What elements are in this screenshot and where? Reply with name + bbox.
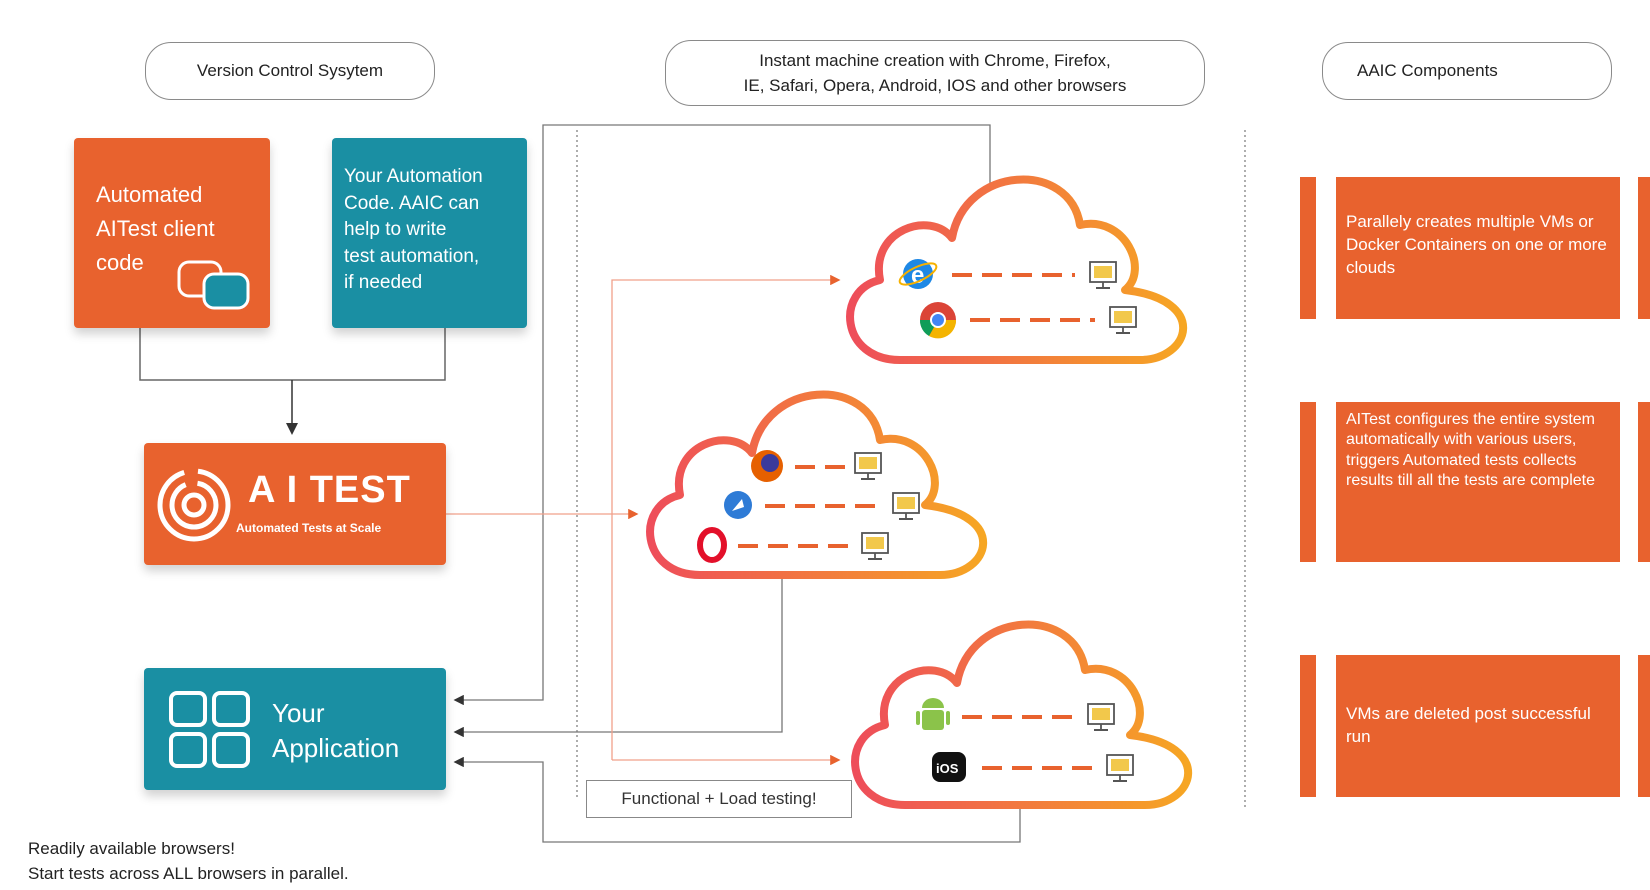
cloud-2 (646, 390, 988, 579)
component-card-1-text: Parallely creates multiple VMs or Docker… (1346, 212, 1607, 277)
footer-note: Readily available browsers! Start tests … (28, 837, 349, 886)
instant-machine-pill: Instant machine creation with Chrome, Fi… (665, 40, 1205, 106)
card-right-edge (1638, 177, 1650, 319)
aaic-components-label: AAIC Components (1357, 61, 1498, 81)
card-left-edge (1300, 177, 1316, 319)
cloud-1 (846, 175, 1188, 364)
footer-line-1: Readily available browsers! (28, 839, 235, 858)
application-line-2: Application (272, 733, 400, 764)
card-right-edge (1638, 655, 1650, 797)
connector-to-cloud1 (611, 274, 841, 760)
component-card-3: VMs are deleted post successful run (1336, 655, 1620, 797)
component-card-2-text: AITest configures the entire system auto… (1346, 411, 1595, 490)
client-code-line: code (96, 250, 144, 276)
aitest-box: A I TEST Automated Tests at Scale (144, 443, 446, 565)
aitest-logo-icon (157, 468, 231, 542)
automation-code-line: test automation, (344, 245, 480, 267)
instant-line-2: IE, Safari, Opera, Android, IOS and othe… (743, 76, 1127, 95)
automation-code-line: help to write (344, 219, 447, 241)
vcs-pill: Version Control Sysytem (145, 42, 435, 100)
application-line-1: Your (272, 698, 325, 728)
functional-load-label: Functional + Load testing! (621, 789, 817, 808)
your-application-box: Your Application (144, 668, 446, 790)
card-left-edge (1300, 402, 1316, 562)
component-card-1: Parallely creates multiple VMs or Docker… (1336, 177, 1620, 319)
safari-icon (724, 491, 752, 519)
connector-code-join (139, 328, 446, 381)
component-card-2: AITest configures the entire system auto… (1336, 402, 1620, 562)
client-code-box: Automated AITest client code (74, 138, 270, 328)
card-left-edge (1300, 655, 1316, 797)
ios-glyph: iOS (936, 761, 959, 776)
aitest-subtitle: Automated Tests at Scale (236, 521, 382, 535)
vcs-label: Version Control Sysytem (196, 61, 384, 81)
client-code-line: Automated (96, 182, 203, 207)
instant-line-1: Instant machine creation with Chrome, Fi… (759, 50, 1111, 70)
chat-bubbles-icon (177, 260, 250, 310)
aitest-title: A I TEST (248, 469, 411, 511)
opera-icon (697, 527, 727, 563)
android-icon (916, 698, 950, 730)
ie-icon: e (898, 259, 938, 289)
apps-grid-icon (169, 691, 250, 768)
card-right-edge (1638, 402, 1650, 562)
automation-code-box: Your Automation Code. AAIC can help to w… (332, 138, 527, 328)
connector-cloud3-to-app (453, 756, 1021, 843)
automation-code-line: Code. AAIC can (344, 192, 480, 214)
connector-cloud1-to-app (453, 124, 991, 706)
footer-line-2: Start tests across ALL browsers in paral… (28, 863, 349, 883)
ios-icon: iOS (932, 752, 966, 782)
functional-load-label-box: Functional + Load testing! (586, 780, 852, 818)
chrome-icon (919, 302, 957, 339)
application-label: Your Application (272, 696, 399, 766)
cloud-3 (851, 620, 1193, 809)
connector-cloud2-to-app (453, 562, 783, 738)
component-card-3-text: VMs are deleted post successful run (1346, 704, 1591, 746)
automation-code-line: if needed (344, 272, 423, 294)
firefox-icon (751, 450, 783, 482)
client-code-line: AITest client (96, 216, 215, 242)
aaic-components-pill: AAIC Components (1322, 42, 1612, 100)
automation-code-line: Your Automation (344, 166, 483, 187)
